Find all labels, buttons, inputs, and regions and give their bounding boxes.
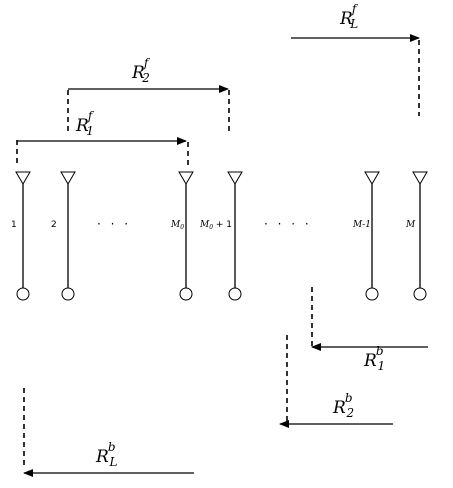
antenna-node — [179, 287, 193, 301]
antenna-m0-plus-1: M0 + 1 — [199, 171, 243, 301]
antenna-label: M — [405, 220, 416, 230]
antenna-triangle — [15, 171, 31, 185]
antenna-node — [16, 287, 30, 301]
antenna-label: 2 — [51, 220, 57, 230]
antenna-triangle — [178, 171, 194, 185]
ellipsis-left: · · · — [97, 217, 131, 231]
antenna-node — [413, 287, 427, 301]
antenna-node — [365, 287, 379, 301]
antenna-label: 1 — [11, 220, 17, 230]
antenna-triangle — [60, 171, 76, 185]
antenna-label: M0 + 1 — [199, 220, 232, 231]
antenna-m: M — [405, 171, 428, 301]
antenna-triangle — [227, 171, 243, 185]
antenna-triangle — [364, 171, 380, 185]
antenna-node — [228, 287, 242, 301]
antenna-1: 1 — [11, 171, 31, 301]
ellipsis-right: · · · · — [264, 217, 312, 231]
antenna-label: M0 — [170, 220, 184, 231]
antenna-m0: M0 — [170, 171, 194, 301]
antenna-label: M-1 — [352, 220, 371, 230]
antenna-m-minus-1: M-1 — [352, 171, 380, 301]
antenna-2: 2 — [51, 171, 76, 301]
antenna-triangle — [412, 171, 428, 185]
antenna-node — [61, 287, 75, 301]
